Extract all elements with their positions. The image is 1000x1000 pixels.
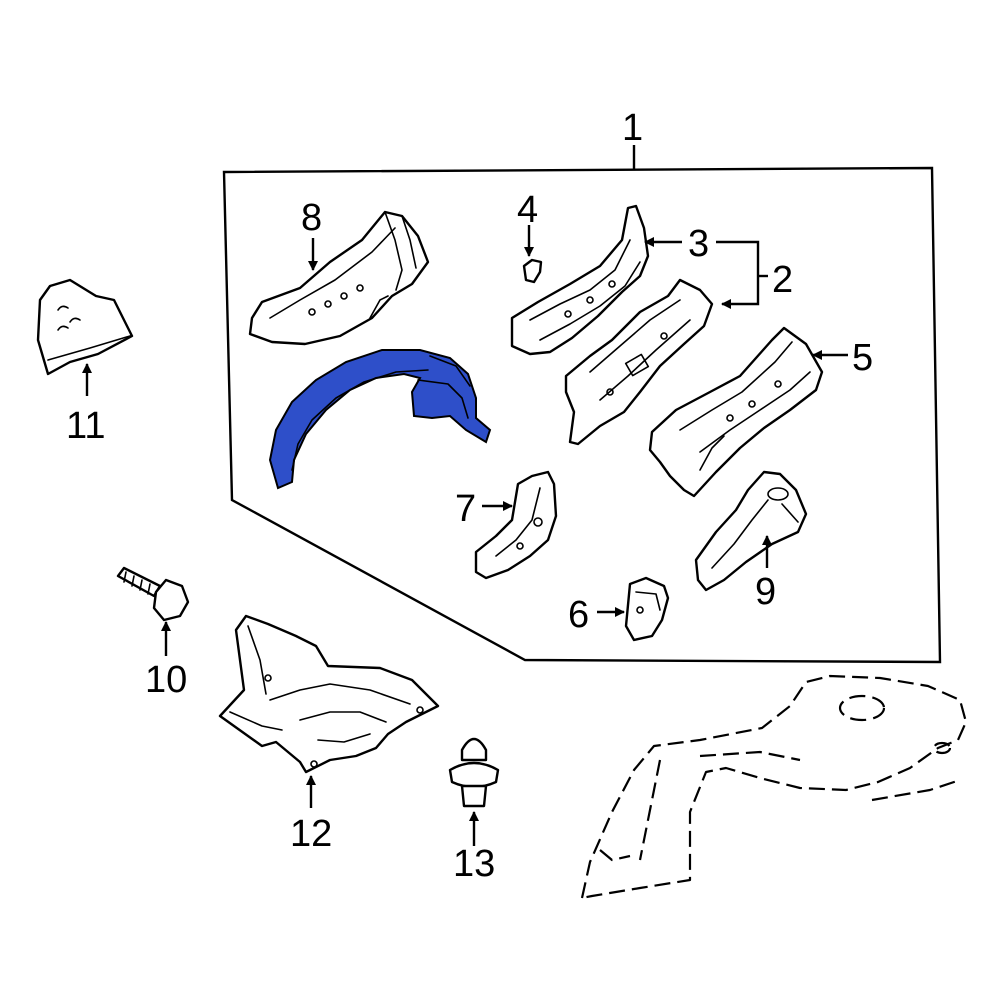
highlighted-wheelhouse-panel[interactable] xyxy=(268,349,492,490)
callout-9: 9 xyxy=(755,571,776,613)
callout-3: 3 xyxy=(688,223,709,265)
part-12-splash-shield[interactable] xyxy=(218,614,440,774)
callout-8: 8 xyxy=(301,197,322,239)
callout-6: 6 xyxy=(568,594,589,636)
callout-2: 2 xyxy=(772,259,793,301)
part-6-small-bracket[interactable] xyxy=(624,576,670,642)
part-13-push-clip[interactable] xyxy=(448,737,500,808)
part-8-rail-bracket[interactable] xyxy=(248,210,430,346)
callout-10: 10 xyxy=(145,659,187,701)
part-11-bracket[interactable] xyxy=(36,278,134,376)
vehicle-body-outline xyxy=(580,674,968,900)
callout-1: 1 xyxy=(622,107,643,149)
part-2-inner-rail[interactable] xyxy=(564,278,714,446)
callout-4: 4 xyxy=(517,189,538,231)
bracket-2 xyxy=(716,240,760,309)
callout-12: 12 xyxy=(290,813,332,855)
part-7-bracket[interactable] xyxy=(474,470,558,580)
callout-5: 5 xyxy=(852,337,873,379)
part-4-clip[interactable] xyxy=(522,258,543,284)
callout-11: 11 xyxy=(66,405,105,447)
callout-13: 13 xyxy=(453,843,495,885)
part-3-extension[interactable] xyxy=(510,204,650,356)
part-9-extension[interactable] xyxy=(694,470,808,592)
callout-7: 7 xyxy=(455,488,476,530)
part-5-rear-rail[interactable] xyxy=(648,326,824,498)
part-10-bolt[interactable] xyxy=(116,566,190,622)
assembly-boundary xyxy=(222,166,942,664)
